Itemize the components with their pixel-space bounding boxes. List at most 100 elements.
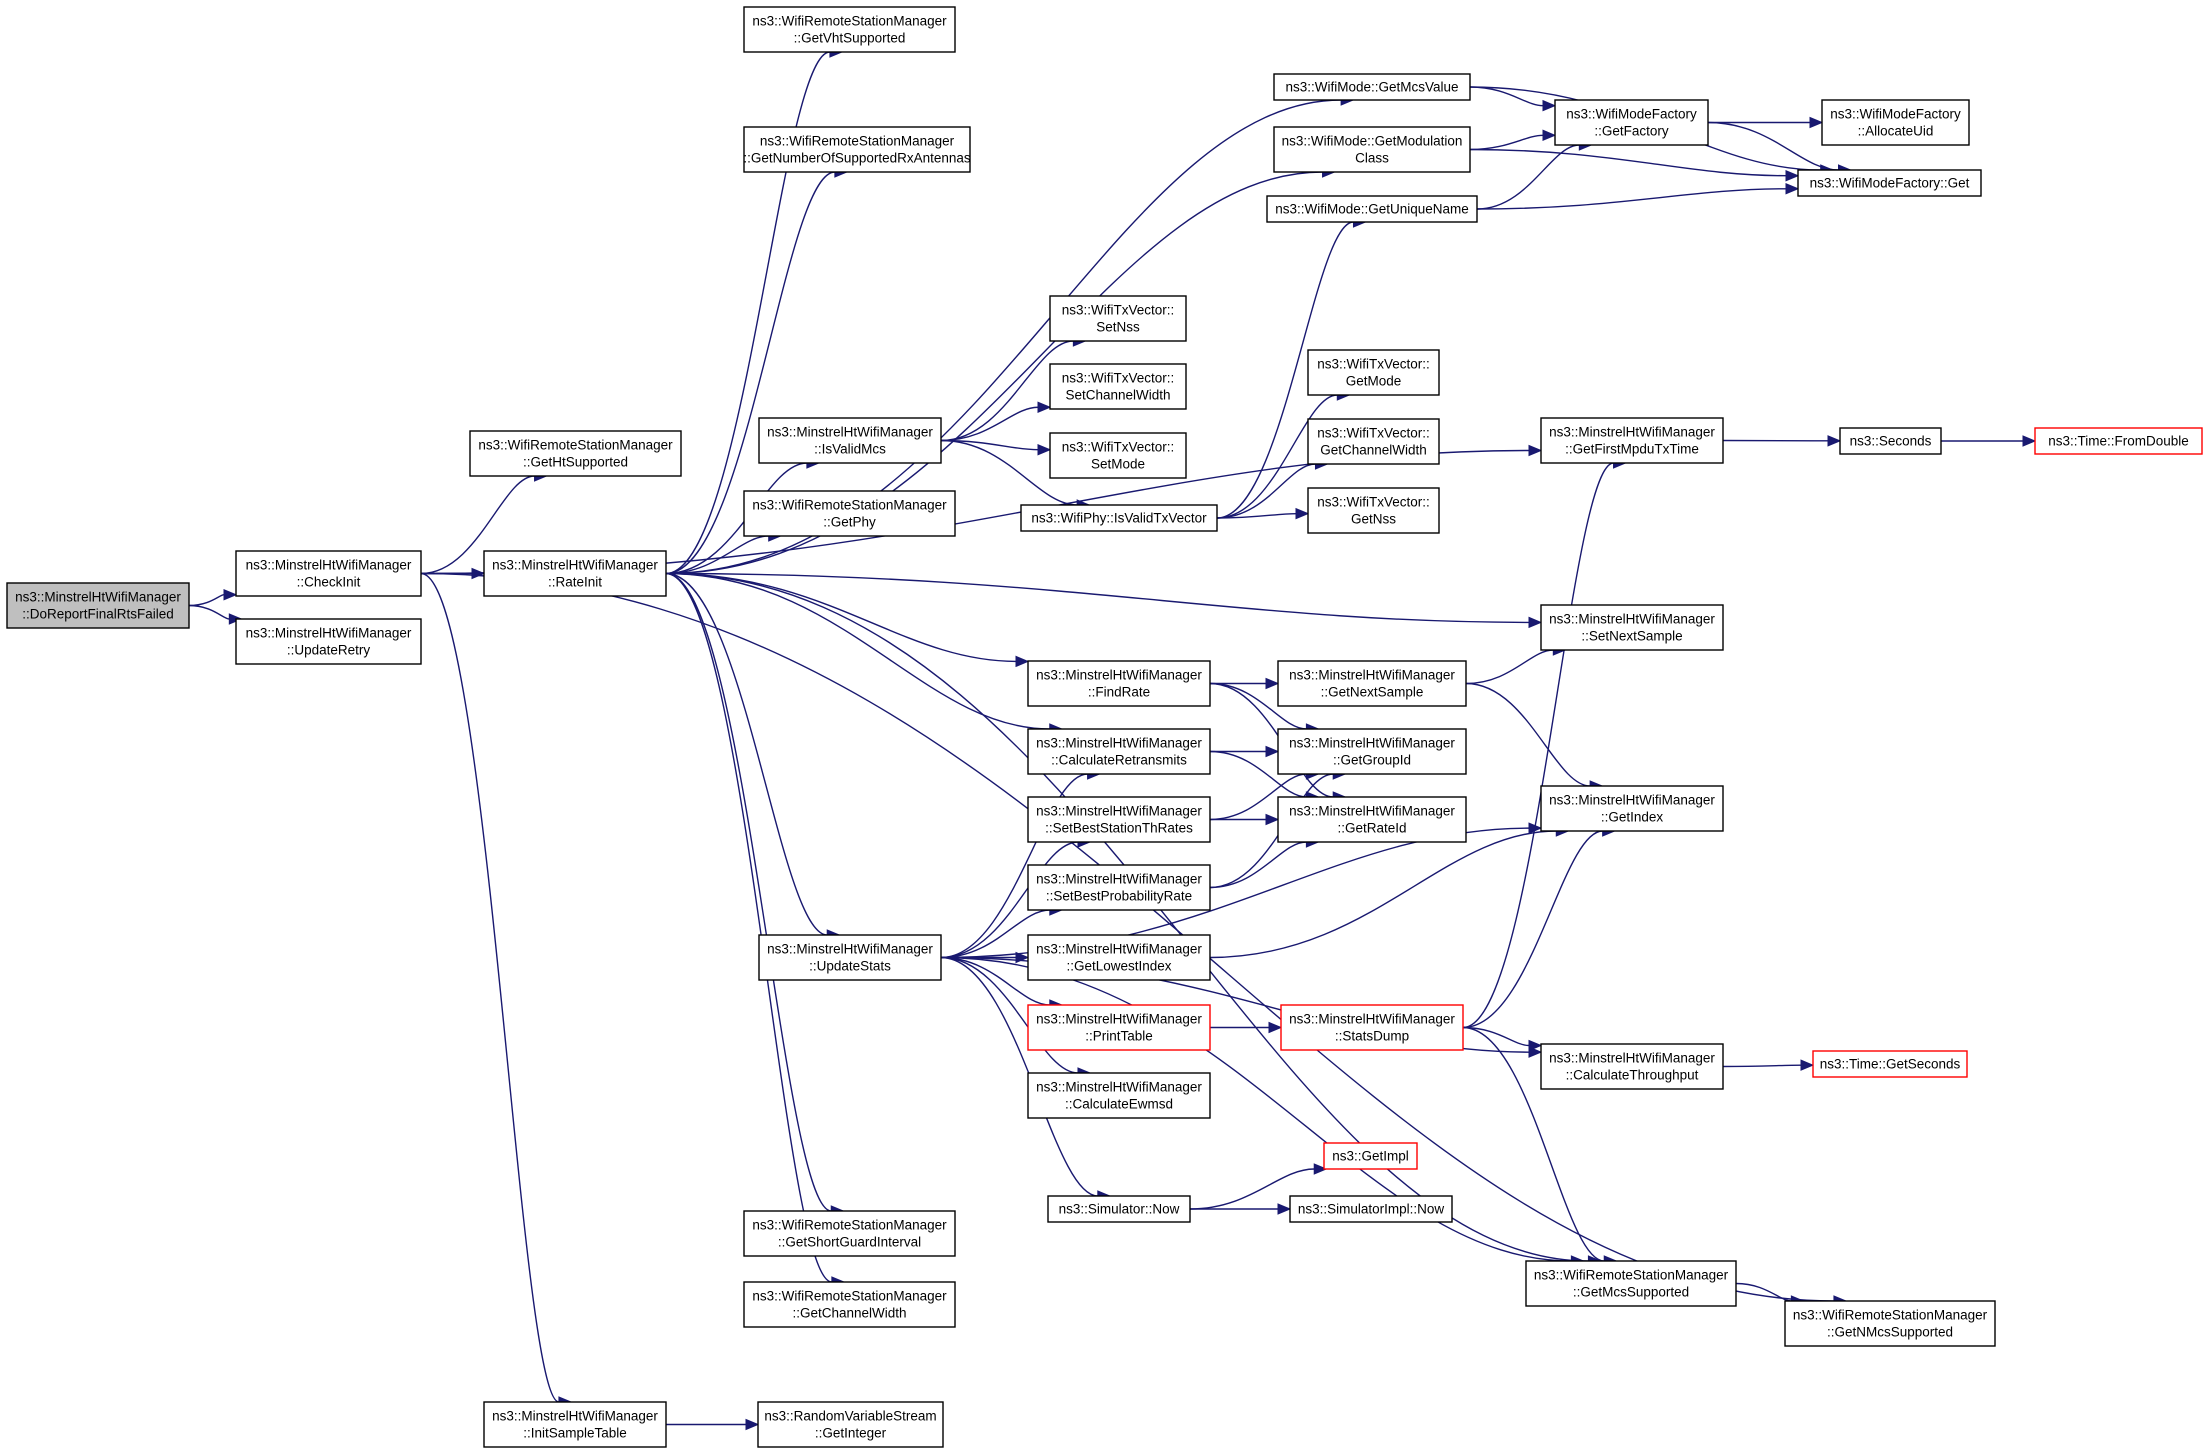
node-label-line: ::SetBestStationThRates bbox=[1045, 821, 1193, 836]
node-label-line: ns3::MinstrelHtWifiManager bbox=[1549, 612, 1715, 627]
node-label-line: ns3::WifiMode::GetUniqueName bbox=[1275, 202, 1469, 217]
node-tx-get-mode[interactable]: ns3::WifiTxVector::GetMode bbox=[1307, 349, 1440, 396]
node-get-short-guard-interval[interactable]: ns3::WifiRemoteStationManager::GetShortG… bbox=[743, 1210, 956, 1257]
node-get-channel-width[interactable]: ns3::WifiRemoteStationManager::GetChanne… bbox=[743, 1281, 956, 1328]
node-set-best-probability-rate[interactable]: ns3::MinstrelHtWifiManager::SetBestProba… bbox=[1027, 864, 1211, 911]
edge-calculate-throughput-to-get-seconds bbox=[1722, 1059, 1815, 1071]
node-get-seconds[interactable]: ns3::Time::GetSeconds bbox=[1812, 1050, 1968, 1078]
node-set-channel-width[interactable]: ns3::WifiTxVector::SetChannelWidth bbox=[1049, 363, 1187, 410]
node-label-line: ::CalculateRetransmits bbox=[1051, 753, 1187, 768]
node-tx-get-nss[interactable]: ns3::WifiTxVector::GetNss bbox=[1307, 487, 1440, 534]
edge-do-report-final-rts-failed-to-check-init bbox=[188, 588, 238, 607]
node-label-line: ns3::GetImpl bbox=[1332, 1149, 1409, 1164]
node-seconds[interactable]: ns3::Seconds bbox=[1839, 427, 1942, 455]
node-update-retry[interactable]: ns3::MinstrelHtWifiManager::UpdateRetry bbox=[235, 618, 422, 665]
edge-print-table-to-stats-dump bbox=[1210, 1021, 1283, 1034]
node-get-index[interactable]: ns3::MinstrelHtWifiManager::GetIndex bbox=[1540, 785, 1724, 832]
node-box bbox=[1307, 487, 1440, 534]
edge-line bbox=[1462, 1026, 1605, 1262]
node-label-line: ::SetBestProbabilityRate bbox=[1046, 889, 1192, 904]
node-check-init[interactable]: ns3::MinstrelHtWifiManager::CheckInit bbox=[235, 550, 422, 597]
node-label-line: ::GetPhy bbox=[823, 515, 876, 530]
node-get-nmcs-supported[interactable]: ns3::WifiRemoteStationManager::GetNMcsSu… bbox=[1784, 1300, 1996, 1347]
edge-stats-dump-to-get-index bbox=[1462, 825, 1616, 1029]
node-label-line: ns3::WifiModeFactory::Get bbox=[1810, 176, 1970, 191]
node-get-rate-id[interactable]: ns3::MinstrelHtWifiManager::GetRateId bbox=[1277, 796, 1467, 843]
edge-arrowhead bbox=[1827, 435, 1842, 447]
node-get-ht-supported[interactable]: ns3::WifiRemoteStationManager::GetHtSupp… bbox=[469, 430, 682, 477]
node-box bbox=[1540, 417, 1724, 464]
node-get-phy[interactable]: ns3::WifiRemoteStationManager::GetPhy bbox=[743, 490, 956, 537]
node-label-line: ns3::WifiMode::GetMcsValue bbox=[1285, 80, 1458, 95]
node-simulator-impl-now[interactable]: ns3::SimulatorImpl::Now bbox=[1289, 1195, 1453, 1223]
node-label-line: ::GetGroupId bbox=[1333, 753, 1411, 768]
node-get-first-mpdu-tx-time[interactable]: ns3::MinstrelHtWifiManager::GetFirstMpdu… bbox=[1540, 417, 1724, 464]
node-is-valid-mcs[interactable]: ns3::MinstrelHtWifiManager::IsValidMcs bbox=[758, 417, 942, 464]
node-allocate-uid[interactable]: ns3::WifiModeFactory::AllocateUid bbox=[1821, 99, 1970, 146]
node-calculate-throughput[interactable]: ns3::MinstrelHtWifiManager::CalculateThr… bbox=[1540, 1043, 1724, 1090]
node-calculate-ewmsd[interactable]: ns3::MinstrelHtWifiManager::CalculateEwm… bbox=[1027, 1072, 1211, 1119]
node-print-table[interactable]: ns3::MinstrelHtWifiManager::PrintTable bbox=[1027, 1004, 1211, 1051]
node-simulator-now[interactable]: ns3::Simulator::Now bbox=[1047, 1195, 1191, 1223]
node-label-line: ::GetFirstMpduTxTime bbox=[1565, 442, 1699, 457]
node-label-line: ns3::WifiRemoteStationManager bbox=[752, 1289, 947, 1304]
node-box bbox=[1289, 1195, 1453, 1223]
node-set-nss[interactable]: ns3::WifiTxVector::SetNss bbox=[1049, 295, 1187, 342]
edge-line bbox=[940, 439, 1078, 506]
node-box bbox=[1273, 73, 1471, 101]
node-get-mcs-value[interactable]: ns3::WifiMode::GetMcsValue bbox=[1273, 73, 1471, 101]
node-label-line: ns3::WifiRemoteStationManager bbox=[478, 438, 673, 453]
node-label-line: ns3::WifiPhy::IsValidTxVector bbox=[1031, 511, 1207, 526]
edge-get-mcs-value-to-get-factory bbox=[1469, 86, 1557, 112]
node-do-report-final-rts-failed[interactable]: ns3::MinstrelHtWifiManager::DoReportFina… bbox=[6, 582, 190, 629]
node-get-impl[interactable]: ns3::GetImpl bbox=[1323, 1142, 1418, 1170]
node-box bbox=[1554, 99, 1709, 146]
node-get-integer[interactable]: ns3::RandomVariableStream::GetInteger bbox=[757, 1401, 944, 1448]
node-from-double[interactable]: ns3::Time::FromDouble bbox=[2034, 427, 2203, 455]
edge-line bbox=[1707, 121, 1839, 171]
edge-arrowhead bbox=[1265, 813, 1280, 826]
node-label-line: ::PrintTable bbox=[1085, 1029, 1153, 1044]
node-get-group-id[interactable]: ns3::MinstrelHtWifiManager::GetGroupId bbox=[1277, 728, 1467, 775]
node-label-line: ns3::WifiTxVector:: bbox=[1062, 371, 1175, 386]
edge-line bbox=[665, 572, 1050, 730]
node-label-line: ns3::WifiTxVector:: bbox=[1317, 357, 1430, 372]
node-wifi-mode-factory-get[interactable]: ns3::WifiModeFactory::Get bbox=[1797, 169, 1982, 197]
node-get-number-of-supported-rx-antennas[interactable]: ns3::WifiRemoteStationManager::GetNumber… bbox=[743, 126, 971, 173]
edge-arrowhead bbox=[1015, 655, 1030, 668]
node-label-line: ns3::MinstrelHtWifiManager bbox=[1036, 1012, 1202, 1027]
node-label-line: Class bbox=[1355, 151, 1389, 166]
node-init-sample-table[interactable]: ns3::MinstrelHtWifiManager::InitSampleTa… bbox=[483, 1401, 667, 1448]
node-get-mcs-supported[interactable]: ns3::WifiRemoteStationManager::GetMcsSup… bbox=[1525, 1260, 1737, 1307]
node-get-lowest-index[interactable]: ns3::MinstrelHtWifiManager::GetLowestInd… bbox=[1027, 934, 1211, 981]
node-box bbox=[1273, 126, 1471, 173]
edge-arrowhead bbox=[1809, 116, 1824, 129]
node-box bbox=[1027, 864, 1211, 911]
node-rate-init[interactable]: ns3::MinstrelHtWifiManager::RateInit bbox=[483, 550, 667, 597]
node-tx-get-channel-width[interactable]: ns3::WifiTxVector::GetChannelWidth bbox=[1307, 418, 1440, 465]
edge-get-modulation-class-to-get-factory bbox=[1469, 129, 1557, 151]
node-set-mode[interactable]: ns3::WifiTxVector::SetMode bbox=[1049, 432, 1187, 479]
node-label-line: ns3::WifiMode::GetModulation bbox=[1282, 134, 1463, 149]
node-update-stats[interactable]: ns3::MinstrelHtWifiManager::UpdateStats bbox=[758, 934, 942, 981]
edge-set-best-station-th-rates-to-get-rate-id bbox=[1210, 813, 1280, 826]
node-get-unique-name[interactable]: ns3::WifiMode::GetUniqueName bbox=[1266, 195, 1478, 223]
node-label-line: GetMode bbox=[1346, 374, 1402, 389]
node-set-next-sample[interactable]: ns3::MinstrelHtWifiManager::SetNextSampl… bbox=[1540, 604, 1724, 651]
node-calculate-retransmits[interactable]: ns3::MinstrelHtWifiManager::CalculateRet… bbox=[1027, 728, 1211, 775]
node-set-best-station-th-rates[interactable]: ns3::MinstrelHtWifiManager::SetBestStati… bbox=[1027, 796, 1211, 843]
node-get-next-sample[interactable]: ns3::MinstrelHtWifiManager::GetNextSampl… bbox=[1277, 660, 1467, 707]
node-box bbox=[743, 6, 956, 53]
node-label-line: ::GetNumberOfSupportedRxAntennas bbox=[743, 151, 971, 166]
node-label-line: ::GetInteger bbox=[815, 1426, 887, 1441]
node-box bbox=[1027, 934, 1211, 981]
node-is-valid-tx-vector[interactable]: ns3::WifiPhy::IsValidTxVector bbox=[1020, 504, 1218, 532]
node-label-line: ns3::MinstrelHtWifiManager bbox=[1036, 736, 1202, 751]
node-box bbox=[1027, 1072, 1211, 1119]
node-stats-dump[interactable]: ns3::MinstrelHtWifiManager::StatsDump bbox=[1280, 1004, 1464, 1051]
edge-is-valid-mcs-to-set-mode bbox=[940, 439, 1052, 456]
node-find-rate[interactable]: ns3::MinstrelHtWifiManager::FindRate bbox=[1027, 660, 1211, 707]
node-get-vht-supported[interactable]: ns3::WifiRemoteStationManager::GetVhtSup… bbox=[743, 6, 956, 53]
node-get-factory[interactable]: ns3::WifiModeFactory::GetFactory bbox=[1554, 99, 1709, 146]
